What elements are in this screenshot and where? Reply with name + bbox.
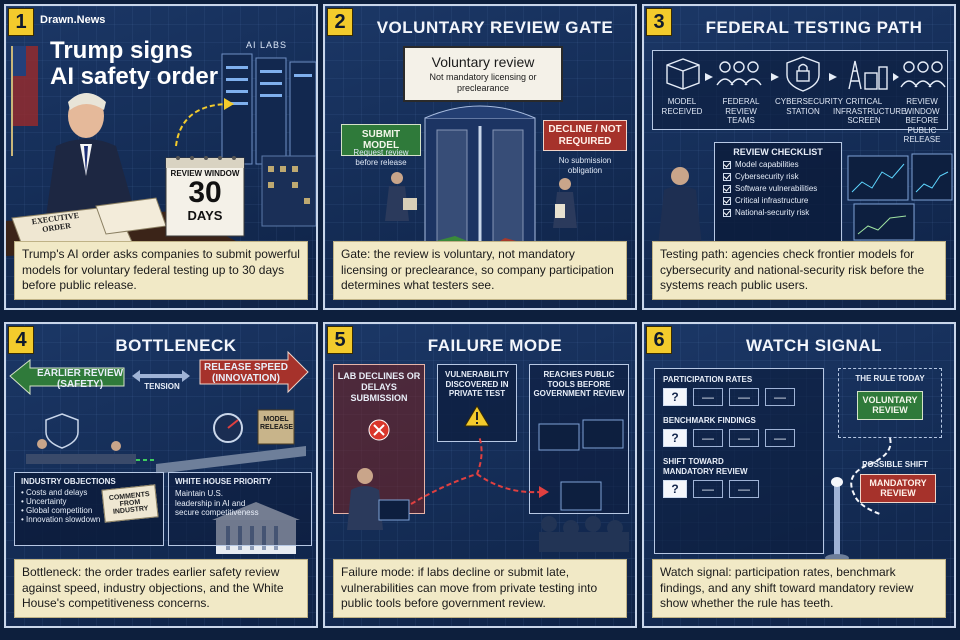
voluntary-review-banner: Voluntary review Not mandatory licensing… [403,46,563,102]
signal-table: PARTICIPATION RATES ? — — — BENCHMARK FI… [654,368,824,554]
panel-3: 3 FEDERAL TESTING PATH [642,4,956,310]
review-checklist: REVIEW CHECKLIST Model capabilities Cybe… [714,142,842,242]
empty-cell: — [729,388,759,406]
calendar-unit: DAYS [187,208,223,223]
brand-logo: Drawn.News [40,14,106,26]
model-release-box: MODEL RELEASE [260,416,294,432]
voluntary-review-sign: VOLUNTARY REVIEW [857,391,923,420]
calendar-number: 30 [188,176,222,209]
people-icon [900,61,946,88]
lock-shield-icon [786,56,820,92]
panel-4: 4 BOTTLENECK EARLIER REVIEW (SAFETY) TEN… [4,322,318,628]
panel-title: FAILURE MODE [427,336,563,355]
release-speed-arrow: RELEASE SPEED (INNOVATION) [204,362,288,384]
empty-cell: — [765,429,795,447]
comments-from-industry: COMMENTS FROM INDUSTRY [101,484,159,523]
panel-title: FEDERAL TESTING PATH [705,18,923,37]
submit-model-note: Request review before release [353,148,409,167]
checklist-item: Software vulnerabilities [723,184,833,193]
checklist-item: Model capabilities [723,160,833,169]
panel-number: 3 [646,8,672,36]
white-house-priority: WHITE HOUSE PRIORITY Maintain U.S. leade… [168,472,312,546]
panel-1-caption: Trump's AI order asks companies to submi… [14,241,308,300]
box-icon [666,58,700,90]
error-x-icon [368,419,390,441]
wh-title: WHITE HOUSE PRIORITY [175,477,272,486]
rule-today-box: THE RULE TODAY VOLUNTARY REVIEW [838,368,942,438]
panel-3-caption: Testing path: agencies check frontier mo… [652,241,946,300]
panel-6: 6 WATCH SIGNAL PARTICIPATION RATES ? — —… [642,322,956,628]
panel-number: 1 [8,8,34,36]
industry-objections: INDUSTRY OBJECTIONS Costs and delays Unc… [14,472,164,546]
panel-5-illustration [347,405,629,552]
testing-path-flow: MODEL RECEIVED FEDERAL REVIEW TEAMS CYBE… [652,50,948,144]
panel-5: 5 FAILURE MODE LAB DECLINES OR DELAYS SU… [323,322,637,628]
checklist-title: REVIEW CHECKLIST [733,147,823,157]
checkbox-icon [723,196,731,205]
calendar: REVIEW WINDOW 30 DAYS [166,169,244,223]
flow-step-5: REVIEW WINDOW BEFORE PUBLIC RELEASE [903,97,941,145]
vulnerability-box: VULNERABILITY DISCOVERED IN PRIVATE TEST [437,364,517,442]
panel-number: 6 [646,326,672,354]
panel-1: 1 Drawn.News Trump signs AI safety order… [4,4,318,310]
panel-title: BOTTLENECK [115,336,237,355]
signal-row: BENCHMARK FINDINGS ? — — — [663,416,815,447]
team-icon [716,61,762,86]
decline-note: No submission obligation [558,156,612,175]
panel-3-illustration [658,153,953,246]
question-box: ? [663,429,687,447]
headline: Trump signs AI safety order [50,38,218,90]
submit-model-sign: SUBMIT MODEL [341,124,421,156]
empty-cell: — [765,388,795,406]
mandatory-review-sign: MANDATORY REVIEW [860,474,936,503]
possible-shift-label: POSSIBLE SHIFT [862,460,928,469]
panel-2: 2 VOLUNTARY REVIEW GATE Voluntary review… [323,4,637,310]
headline-line-2: AI safety order [50,62,219,90]
banner-title: Voluntary review [431,54,535,70]
banner-subtitle: Not mandatory licensing or preclearance [429,72,537,93]
warning-icon [464,405,490,427]
empty-cell: — [729,480,759,499]
calendar-header: REVIEW WINDOW [170,169,240,178]
objections-list: Costs and delays Uncertainty Global comp… [21,488,157,524]
signal-row: PARTICIPATION RATES ? — — — [663,375,815,406]
checkbox-icon [723,208,731,217]
checkbox-icon [723,184,731,193]
checkbox-icon [723,172,731,181]
earlier-review-arrow: EARLIER REVIEW (SAFETY) [36,368,124,390]
question-box: ? [663,480,687,499]
panel-number: 2 [327,8,353,36]
wh-text: Maintain U.S. leadership in AI and secur… [175,489,259,518]
checkbox-icon [723,160,731,169]
flow-icons [666,56,946,92]
headline-line-1: Trump signs [50,37,193,64]
panel-2-caption: Gate: the review is voluntary, not manda… [333,241,627,300]
panel-5-caption: Failure mode: if labs decline or submit … [333,559,627,618]
checklist-item: Cybersecurity risk [723,172,833,181]
panel-4-caption: Bottleneck: the order trades earlier saf… [14,559,308,618]
question-box: ? [663,388,687,406]
checklist-item: National-security risk [723,208,833,217]
empty-cell: — [729,429,759,447]
tension-label: TENSION [144,382,180,391]
decline-sign: DECLINE / NOT REQUIRED [543,120,627,151]
checklist-item: Critical infrastructure [723,196,833,205]
signal-row: SHIFT TOWARD MANDATORY REVIEW ? — — [663,457,815,499]
panel-6-caption: Watch signal: participation rates, bench… [652,559,946,618]
objections-title: INDUSTRY OBJECTIONS [21,477,116,486]
empty-cell: — [693,480,723,499]
panel-number: 5 [327,326,353,354]
flow-step-2: FEDERAL REVIEW TEAMS [722,97,760,126]
infrastructure-icon [848,60,888,90]
flow-step-4: CRITICAL INFRASTRUCTURE SCREEN [833,97,907,126]
panel-number: 4 [8,326,34,354]
panel-title: VOLUNTARY REVIEW GATE [376,18,614,37]
empty-cell: — [693,388,723,406]
flow-step-1: MODEL RECEIVED [661,97,703,116]
empty-cell: — [693,429,723,447]
panel-title: WATCH SIGNAL [745,336,882,355]
ai-labs-label: AI LABS [246,40,288,50]
flow-step-3: CYBERSECURITY STATION [775,97,844,116]
